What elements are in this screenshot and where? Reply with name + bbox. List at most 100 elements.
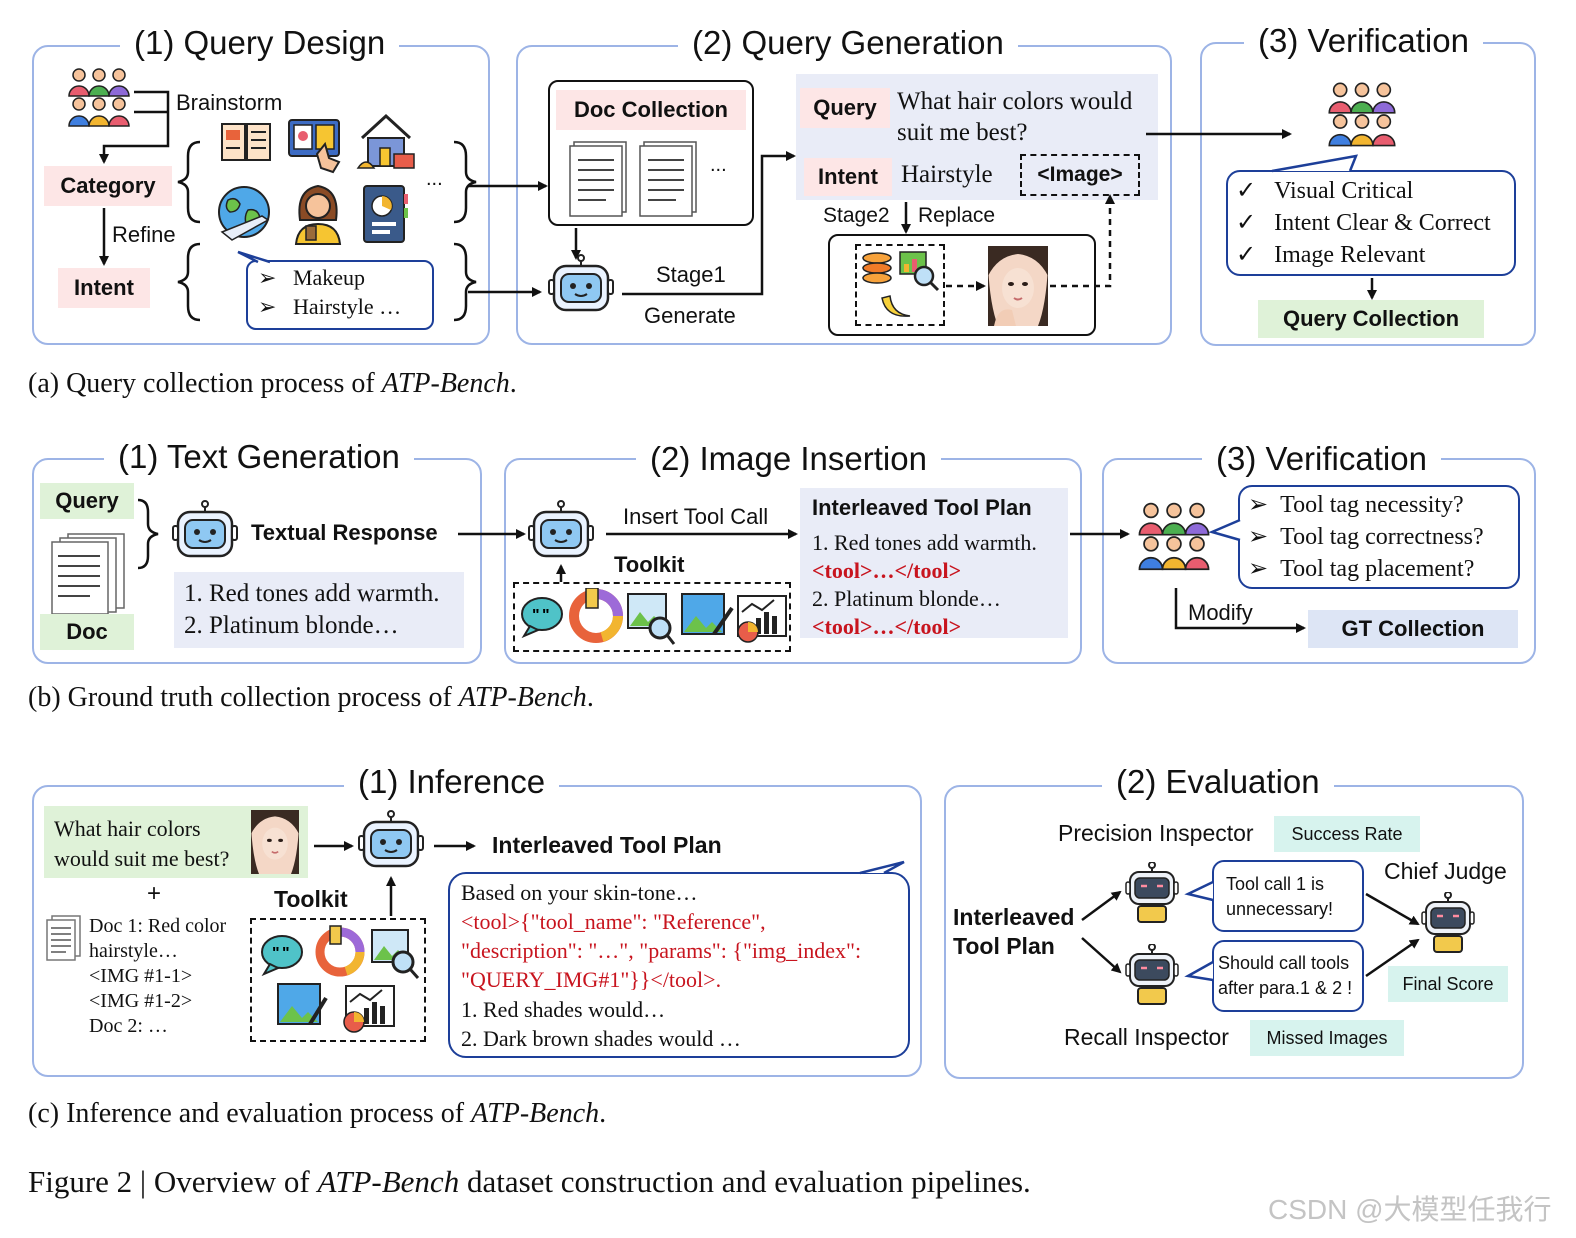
toolkit-dashed-b <box>513 582 791 652</box>
document-stack-icon <box>51 533 125 615</box>
inference-query-line2: would suit me best? <box>54 846 230 871</box>
plus-sign: + <box>147 880 162 907</box>
doc-line-4: <IMG #1-2> <box>89 990 193 1012</box>
chart-analysis-icon <box>737 595 787 643</box>
inference-plan-bubble <box>448 872 910 1058</box>
tool-plan-tag-2: <tool>…</tool> <box>812 614 962 639</box>
banana-icon <box>881 295 911 317</box>
donut-chart-icon <box>569 587 623 643</box>
precision-msg-line1: Tool call 1 is <box>1226 874 1325 894</box>
missed-images-box: Missed Images <box>1250 1020 1404 1056</box>
quote-bubble-icon: " " <box>521 597 563 639</box>
quote-bubble-icon: " " <box>261 935 303 977</box>
tool-plan-line-2: 2. Platinum blonde… <box>812 586 1001 611</box>
gt-collection-box: GT Collection <box>1308 610 1518 648</box>
query-generation-title: (2) Query Generation <box>678 24 1018 62</box>
evaluation-title: (2) Evaluation <box>1102 763 1334 801</box>
doc-collection-label: Doc Collection <box>556 90 746 130</box>
query-design-title: (1) Query Design <box>120 24 400 62</box>
replace-label: Replace <box>918 204 996 227</box>
category-box: Category <box>44 166 172 206</box>
insert-tool-call-label: Insert Tool Call <box>623 504 769 529</box>
success-rate-box: Success Rate <box>1274 816 1420 852</box>
stage1-label: Stage1 <box>656 262 726 287</box>
doc-line-1: Doc 1: Red color <box>89 915 227 937</box>
question-correctness: ➢ Tool tag correctness? <box>1248 524 1484 550</box>
chief-judge-label: Chief Judge <box>1384 858 1507 884</box>
query-text-line2: suit me best? <box>897 119 1028 146</box>
doc-collection-frame <box>548 80 754 226</box>
refine-label: Refine <box>112 222 176 247</box>
toolkit-label-b: Toolkit <box>614 552 685 577</box>
inspector-robot-icon <box>1125 944 1179 1005</box>
svg-text:": " <box>282 945 290 962</box>
coins-icon <box>862 252 892 284</box>
query-collection-box: Query Collection <box>1258 300 1484 338</box>
tool-plan-line-1: 1. Red tones add warmth. <box>812 530 1037 555</box>
toolkit-icons-b: " " <box>518 587 790 653</box>
people-group-icon <box>68 68 130 127</box>
recall-msg-line1: Should call tools <box>1218 953 1350 973</box>
query-label-box: Query <box>800 88 890 128</box>
plan-tail-line2: 2. Dark brown shades would … <box>461 1026 741 1051</box>
recall-inspector-label: Recall Inspector <box>1064 1024 1229 1050</box>
search-chart-icon <box>899 251 940 292</box>
caption-b: (b) Ground truth collection process of A… <box>28 682 594 713</box>
plan-tail-line1: 1. Red shades would… <box>461 997 666 1022</box>
robot-icon <box>172 500 238 558</box>
toolkit-label-c: Toolkit <box>274 886 348 912</box>
inference-plan-title: Interleaved Tool Plan <box>492 832 722 858</box>
robot-icon <box>358 810 424 868</box>
doc-box-b: Doc <box>40 614 134 650</box>
plan-code-line3: "QUERY_IMG#1"}}</tool>. <box>461 967 722 992</box>
tool-plan-tag-1: <tool>…</tool> <box>812 558 962 583</box>
recall-message-bubble <box>1212 940 1364 1012</box>
precision-message-bubble <box>1212 860 1364 932</box>
intent-label-box: Intent <box>804 158 892 196</box>
inference-query-line1: What hair colors <box>54 816 201 841</box>
inference-title: (1) Inference <box>344 763 560 801</box>
image-edit-icon <box>681 593 734 636</box>
response-line-1: 1. Red tones add warmth. <box>184 580 440 607</box>
intent-example-2: ➢ Hairstyle … <box>258 294 402 319</box>
checks-bubble <box>1226 170 1516 276</box>
image-tag: <Image> <box>1020 154 1140 196</box>
tool-plan-card-b <box>800 488 1068 638</box>
plan-code-line2: "description": "…", "params": {"img_inde… <box>461 938 862 963</box>
intent-value: Hairstyle <box>901 161 993 188</box>
image-search-icon <box>627 593 676 645</box>
document-stack-icon <box>569 141 697 217</box>
generate-label: Generate <box>644 303 736 328</box>
check-visual-critical: ✓ Visual Critical <box>1236 178 1414 204</box>
verification-title-a: (3) Verification <box>1244 22 1483 60</box>
intent-example-1: ➢ Makeup <box>258 265 366 290</box>
response-line-2: 2. Platinum blonde… <box>184 612 399 639</box>
text-generation-title: (1) Text Generation <box>104 438 414 476</box>
tool-plan-title-b: Interleaved Tool Plan <box>812 495 1032 520</box>
precision-inspector-label: Precision Inspector <box>1058 820 1254 846</box>
query-box-b: Query <box>40 483 134 519</box>
robot-icon <box>548 254 614 312</box>
doc-line-5: Doc 2: … <box>89 1015 168 1037</box>
toolkit-dashed-c <box>250 918 426 1042</box>
plan-code-line1: <tool>{"tool_name": "Reference", <box>461 909 766 934</box>
image-edit-icon <box>277 983 328 1026</box>
brainstorm-label: Brainstorm <box>176 90 283 115</box>
donut-chart-icon <box>315 925 365 977</box>
toolkit-icons-c: " " <box>258 924 422 1041</box>
people-group-icon <box>1138 502 1210 571</box>
document-icon <box>46 915 81 961</box>
eval-input-line1: Interleaved <box>953 904 1075 930</box>
eval-input-line2: Tool Plan <box>953 933 1055 959</box>
travel-globe-icon <box>218 186 270 241</box>
inspector-robot-icon <box>1125 862 1179 923</box>
doc-line-2: hairstyle… <box>89 940 178 962</box>
intent-box: Intent <box>58 268 150 308</box>
questions-bubble <box>1238 485 1520 589</box>
chief-judge-robot-icon <box>1421 892 1475 953</box>
doc-line-3: <IMG #1-1> <box>89 965 193 987</box>
image-insertion-title: (2) Image Insertion <box>636 440 941 478</box>
category-ellipsis: ... <box>426 168 443 190</box>
question-placement: ➢ Tool tag placement? <box>1248 556 1475 582</box>
